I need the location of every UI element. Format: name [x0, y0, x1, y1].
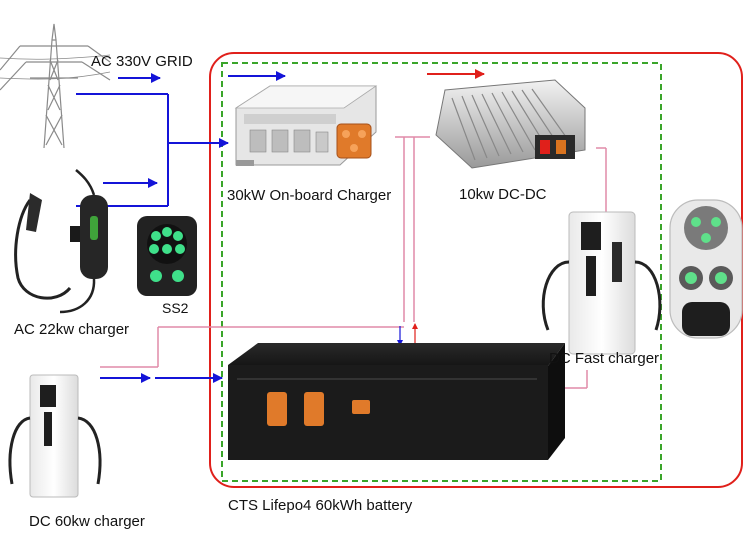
- onboard-charger-image: [234, 85, 378, 166]
- label-ac-charger: AC 22kw charger: [14, 321, 130, 338]
- dc-charger-icon: [8, 374, 102, 498]
- label-battery: CTS Lifepo4 60kWh battery: [228, 497, 413, 514]
- label-dc60: DC 60kw charger: [29, 513, 145, 530]
- type2-socket-icon: [137, 216, 197, 296]
- label-ss2: SS2: [162, 300, 189, 316]
- transmission-tower-icon: [0, 23, 111, 149]
- label-dc-fast: DC Fast charger: [549, 350, 660, 367]
- ac-plug-icon: [14, 169, 108, 314]
- system-boundary-green-dashed: [221, 62, 662, 482]
- battery-image: [228, 343, 565, 460]
- ccs-connector-icon: [669, 199, 743, 339]
- label-onboard-charger: 30kW On-board Charger: [227, 187, 392, 204]
- label-grid: AC 330V GRID: [91, 53, 193, 70]
- dc-charger-icon: [541, 211, 662, 355]
- ac-input-lines: [76, 93, 229, 207]
- dcdc-converter-image: [435, 79, 586, 169]
- label-dcdc: 10kw DC-DC: [459, 186, 547, 203]
